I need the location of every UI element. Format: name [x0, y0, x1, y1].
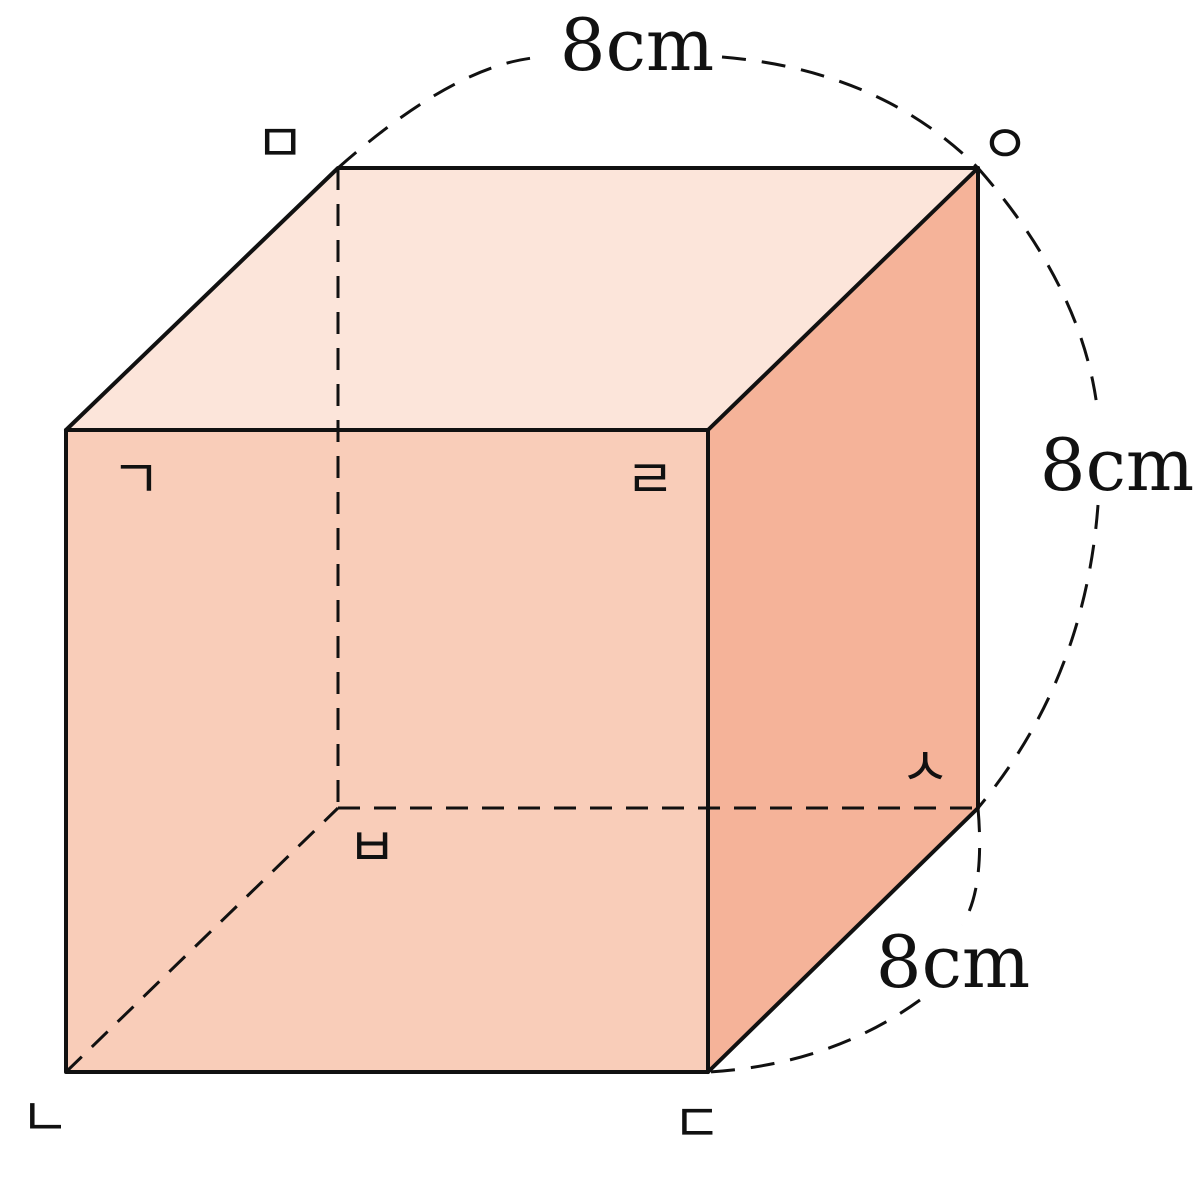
vertex-label-front-top-right: ㄹ	[625, 448, 675, 511]
dimension-arc-right	[976, 167, 1100, 809]
top-face	[66, 168, 978, 430]
vertex-label-back-top-right: ㅇ	[980, 113, 1030, 176]
side-face	[708, 168, 978, 1072]
vertex-label-front-top-left: ㄱ	[111, 448, 161, 511]
vertex-label-front-bottom-left: ㄴ	[20, 1086, 70, 1149]
dimension-label-depth: 8cm	[876, 920, 1030, 1004]
dimension-label-width: 8cm	[560, 3, 714, 87]
dimension-label-height: 8cm	[1040, 423, 1194, 507]
vertex-label-back-bottom-right: ㅅ	[900, 736, 950, 799]
hidden-edge-left-bottom	[64, 806, 340, 1074]
top-face-outline	[64, 166, 980, 432]
vertex-label-front-bottom-right: ㄷ	[672, 1092, 722, 1155]
dimension-arc-top	[337, 55, 980, 170]
front-face	[66, 430, 708, 1072]
vertex-label-back-top-left: ㅁ	[255, 112, 305, 175]
vertex-label-back-bottom-left: ㅂ	[347, 816, 397, 879]
dimension-arc-bottom	[707, 807, 982, 1074]
